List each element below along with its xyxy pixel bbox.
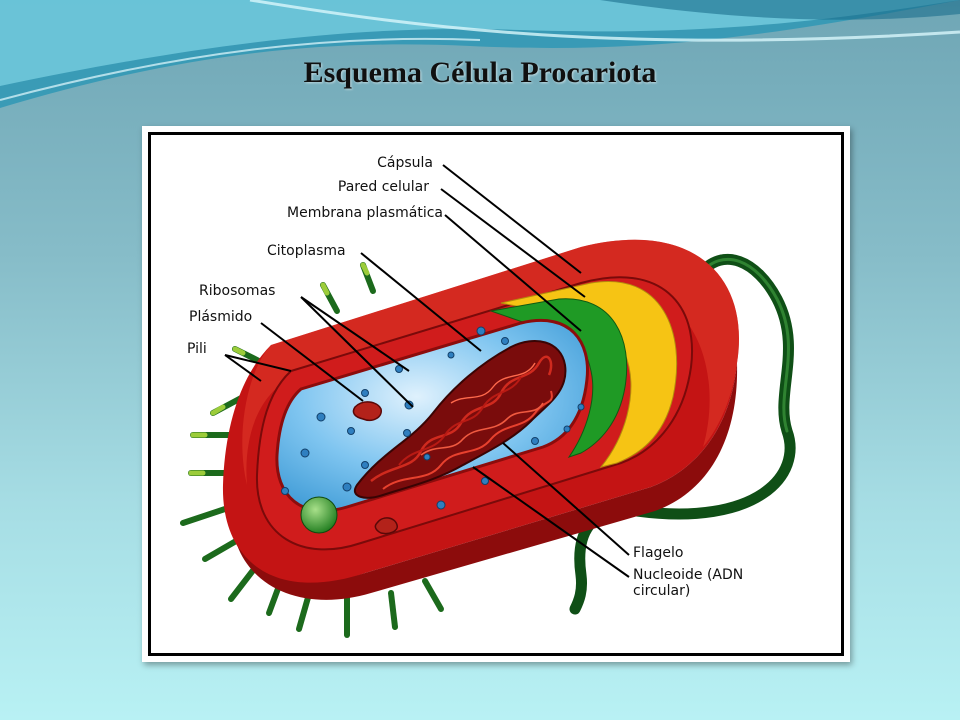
prokaryotic-cell-diagram: [180, 164, 796, 638]
label-capsula: Cápsula: [377, 155, 433, 171]
label-nucleoide-line1: Nucleoide (ADN: [633, 567, 744, 583]
label-pared-celular: Pared celular: [337, 179, 429, 195]
label-citoplasma: Citoplasma: [267, 243, 346, 259]
leader-lines: [224, 164, 630, 578]
plasmid-sphere: [300, 496, 338, 534]
slide-title: Esquema Célula Procariota: [303, 56, 657, 89]
diagram-border: Cápsula Pared celular Membrana plasmátic…: [148, 132, 844, 656]
label-nucleoide-line2: circular): [633, 583, 691, 599]
label-pili: Pili: [187, 341, 207, 357]
label-plasmido: Plásmido: [189, 309, 253, 325]
label-membrana-plasmatica: Membrana plasmática: [287, 205, 443, 221]
ribosomes: [281, 326, 585, 531]
label-ribosomas: Ribosomas: [199, 283, 276, 299]
label-flagelo: Flagelo: [633, 545, 684, 561]
plasmids: [352, 401, 398, 535]
diagram-frame: Cápsula Pared celular Membrana plasmátic…: [142, 126, 850, 662]
nucleoid-dna: [354, 340, 567, 499]
